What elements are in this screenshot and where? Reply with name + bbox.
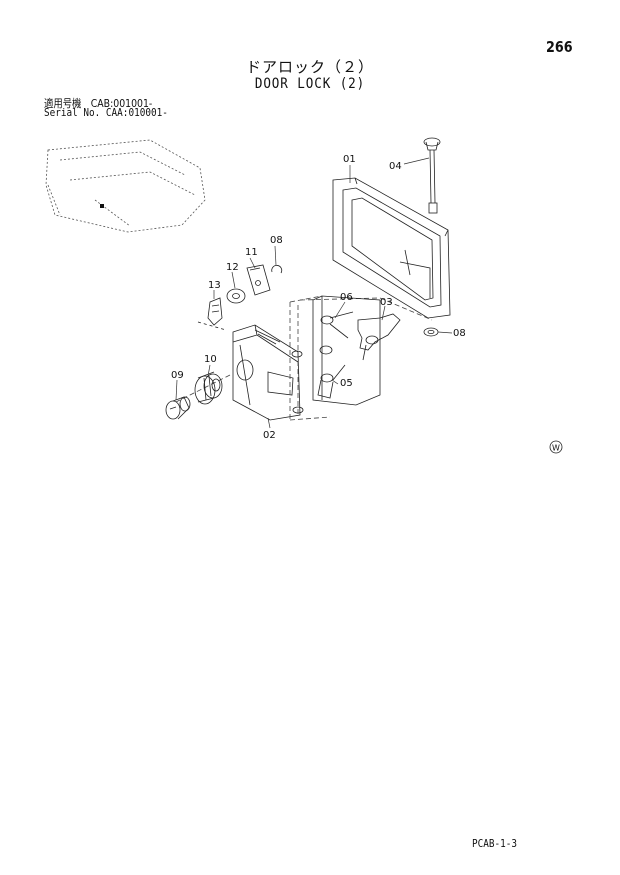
mark-letter: W <box>552 444 560 453</box>
part-04-rod <box>423 137 441 214</box>
part-label-12: 12 <box>226 262 239 273</box>
part-label-06: 06 <box>340 292 353 303</box>
serial-number-en: Serial No. CAA:010001- <box>44 106 168 119</box>
assembly-guide-lines <box>175 295 433 421</box>
part-label-09: 09 <box>171 370 184 381</box>
part-label-08-top: 08 <box>270 235 283 246</box>
location-marker <box>100 204 104 208</box>
part-label-03: 03 <box>380 297 393 308</box>
part-label-13: 13 <box>208 280 221 291</box>
part-01-handle-housing <box>332 177 451 319</box>
leader-lines <box>175 157 453 429</box>
page-title-japanese: ドアロック（２） <box>245 58 374 76</box>
part-label-01: 01 <box>343 154 356 165</box>
part-13-clip <box>197 297 227 331</box>
footer-page-code: PCAB-1-3 <box>472 837 518 850</box>
part-label-08-right: 08 <box>453 328 466 339</box>
page-title-english: DOOR LOCK (2) <box>254 76 366 92</box>
part-11-clip-plate <box>246 264 271 296</box>
part-label-05: 05 <box>340 378 353 389</box>
part-06-spring <box>319 311 354 355</box>
part-10-lock-nut <box>194 371 223 405</box>
latch-plate <box>312 295 381 406</box>
part-label-02: 02 <box>263 430 276 441</box>
page-number: 266 <box>546 38 573 56</box>
serial-applicable-jp: 適用号機 CAB:001001- <box>44 97 153 110</box>
circled-w-mark: W <box>549 440 563 454</box>
part-label-10: 10 <box>204 354 217 365</box>
part-08-snap-ring-top <box>271 265 283 274</box>
part-12-washer <box>226 288 246 304</box>
part-08-washer-right <box>423 327 439 337</box>
part-05-lever <box>317 364 346 399</box>
part-label-04: 04 <box>389 161 402 172</box>
part-label-11: 11 <box>245 247 258 258</box>
machine-thumbnail <box>45 139 206 233</box>
part-02-lock-body <box>232 324 304 421</box>
part-03-latch <box>357 313 401 361</box>
part-09-key-cylinder <box>165 396 191 420</box>
